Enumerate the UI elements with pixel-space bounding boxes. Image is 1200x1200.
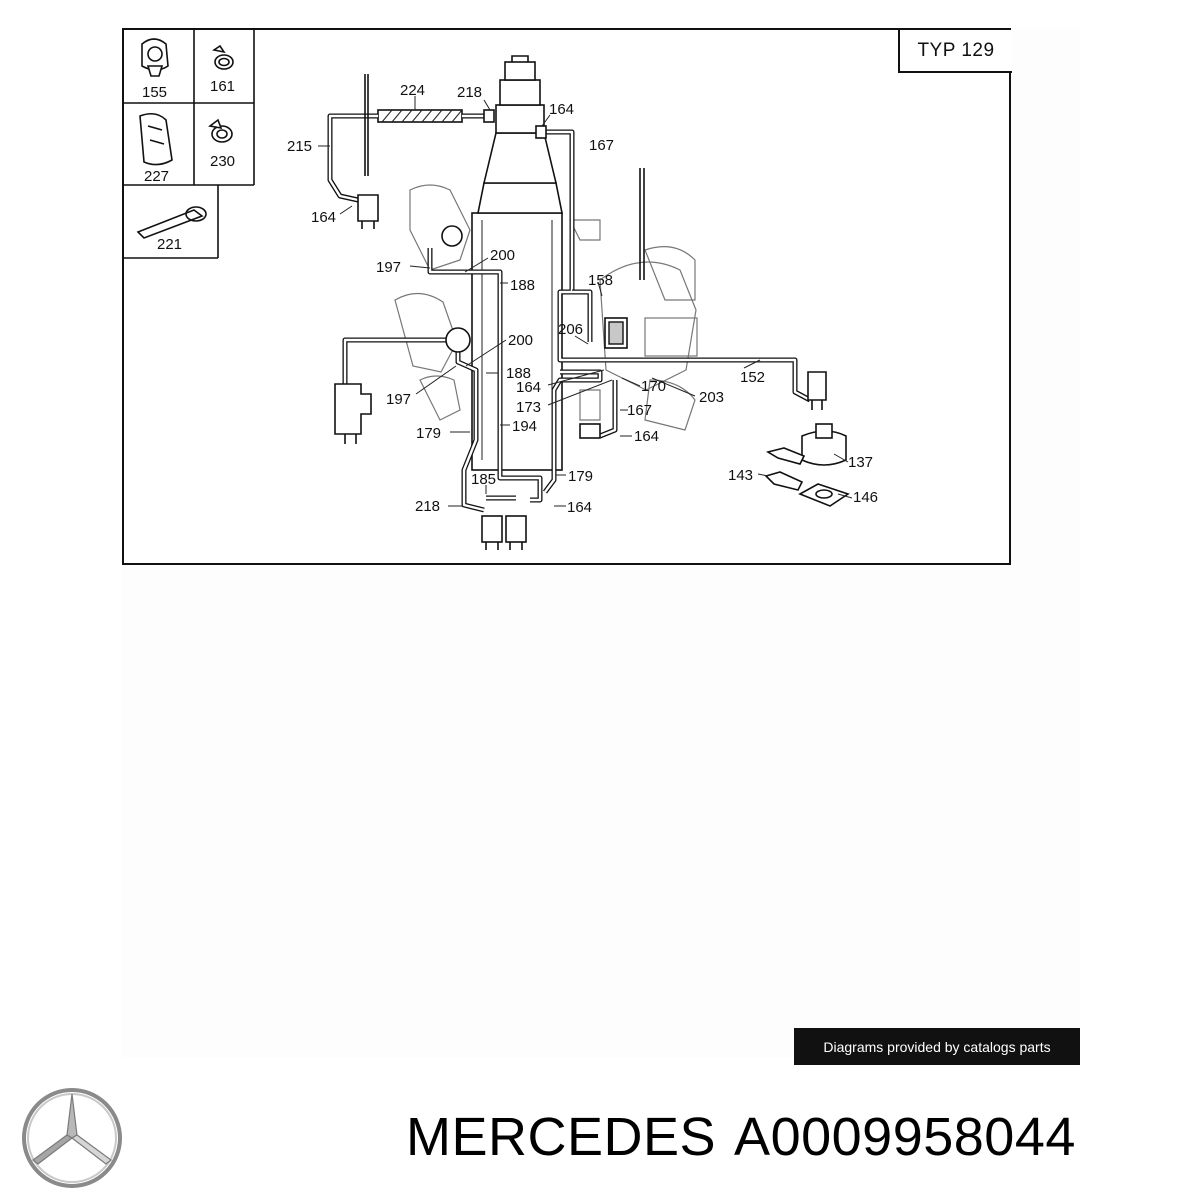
hose-clamp-161-icon	[211, 44, 234, 70]
diagram-credit-banner: Diagrams provided by catalogs parts	[794, 1028, 1080, 1065]
part-title: MERCEDES A0009958044	[406, 1106, 1076, 1168]
callout-152: 152	[740, 369, 765, 386]
callout-164-mid: 164	[516, 379, 541, 396]
callout-173: 173	[516, 399, 541, 416]
part-number: A0009958044	[734, 1107, 1076, 1167]
callout-200-top: 200	[490, 247, 515, 264]
callout-203: 203	[699, 389, 724, 406]
callout-164-bottom: 164	[567, 499, 592, 516]
callout-146: 146	[853, 489, 878, 506]
callout-164-top: 164	[549, 101, 574, 118]
callout-185: 185	[471, 471, 496, 488]
legend-grid	[123, 30, 255, 259]
callout-158: 158	[588, 272, 613, 289]
callout-143: 143	[728, 467, 753, 484]
diagram-frame	[122, 28, 1011, 565]
callout-155: 155	[142, 84, 167, 101]
callout-167-mid: 167	[627, 402, 652, 419]
control-rods	[364, 74, 645, 280]
callout-188-mid: 188	[506, 365, 531, 382]
valve-components	[334, 109, 850, 550]
vacuum-pump-body	[471, 55, 563, 471]
clip-155-icon	[141, 38, 169, 77]
callout-218-top: 218	[457, 84, 482, 101]
callout-200-mid: 200	[508, 332, 533, 349]
callout-227: 227	[144, 168, 169, 185]
callout-179-left: 179	[416, 425, 441, 442]
leader-lines	[318, 96, 853, 507]
callout-197-mid: 197	[386, 391, 411, 408]
cable-tie-221-icon	[136, 206, 207, 239]
callout-221: 221	[157, 236, 182, 253]
callout-197-top: 197	[376, 259, 401, 276]
callout-194: 194	[512, 418, 537, 435]
callout-labels: 155 161 227 230 221 224 218 164 167 215 …	[142, 78, 878, 516]
callout-167-top: 167	[589, 137, 614, 154]
engine-outline	[394, 184, 698, 431]
callout-218-bottom: 218	[415, 498, 440, 515]
callout-164-right: 164	[634, 428, 659, 445]
bracket-227-icon	[139, 112, 173, 166]
callout-215: 215	[287, 138, 312, 155]
brand-name: MERCEDES	[406, 1107, 717, 1167]
vacuum-lines	[327, 113, 812, 513]
callout-188-top: 188	[510, 277, 535, 294]
callout-206: 206	[558, 321, 583, 338]
mercedes-star-icon	[22, 1088, 122, 1188]
insulated-hose-224	[377, 109, 463, 123]
type-label: TYP 129	[898, 30, 1012, 73]
callout-161: 161	[210, 78, 235, 95]
callout-170: 170	[641, 378, 666, 395]
callout-230: 230	[210, 153, 235, 170]
hose-clamp-230-icon	[208, 118, 233, 143]
callout-164-left: 164	[311, 209, 336, 226]
callout-179-right: 179	[568, 468, 593, 485]
callout-137: 137	[848, 454, 873, 471]
callout-224: 224	[400, 82, 425, 99]
